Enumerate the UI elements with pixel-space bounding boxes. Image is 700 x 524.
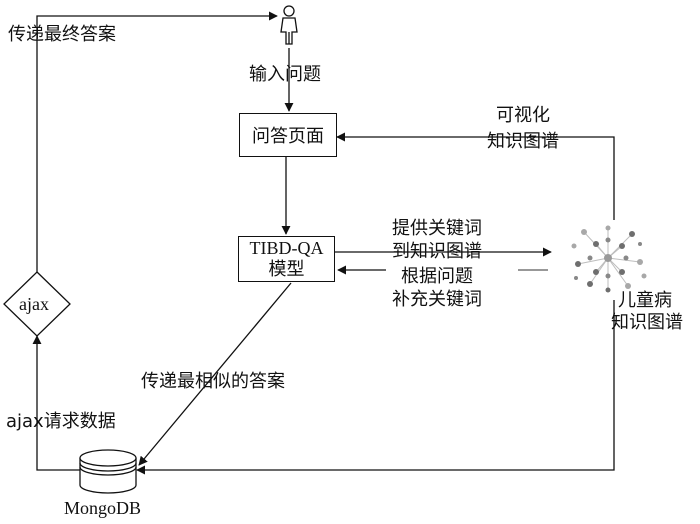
visualize-label-line1: 可视化 (496, 105, 550, 126)
input-question-label: 输入问题 (249, 64, 321, 85)
final-answer-label: 传递最终答案 (8, 24, 116, 45)
edge-graph-to-db (136, 300, 615, 475)
supplement-line1: 根据问题 (401, 266, 473, 287)
model-box: TIBD-QA 模型 (238, 236, 335, 282)
edge-most-similar-answer (138, 282, 292, 466)
model-label-line1: TIBD-QA (249, 238, 324, 258)
provide-keywords-line2: 到知识图谱 (392, 241, 482, 262)
qa-page-box: 问答页面 (239, 113, 337, 157)
mongodb-cylinder (79, 449, 137, 494)
qa-page-label: 问答页面 (252, 126, 324, 147)
knowledge-graph-icon (571, 225, 647, 293)
kg-label-line1: 儿童病 (618, 290, 672, 311)
most-similar-answer-label: 传递最相似的答案 (141, 371, 285, 392)
ajax-diamond (3, 271, 71, 337)
visualize-label-line2: 知识图谱 (487, 131, 559, 152)
mongodb-label: MongoDB (64, 498, 142, 518)
ajax-request-label: ajax请求数据 (6, 411, 116, 432)
supplement-line2: 补充关键词 (392, 289, 482, 310)
edge-visualize-graph (336, 132, 615, 220)
user-icon (280, 5, 298, 45)
provide-keywords-line1: 提供关键词 (392, 218, 482, 239)
ajax-label: ajax (19, 294, 49, 314)
model-label-line2: 模型 (268, 259, 305, 280)
edge-final-answer (36, 11, 278, 272)
edge-ajax-request (32, 335, 80, 471)
kg-label-line2: 知识图谱 (611, 312, 683, 333)
